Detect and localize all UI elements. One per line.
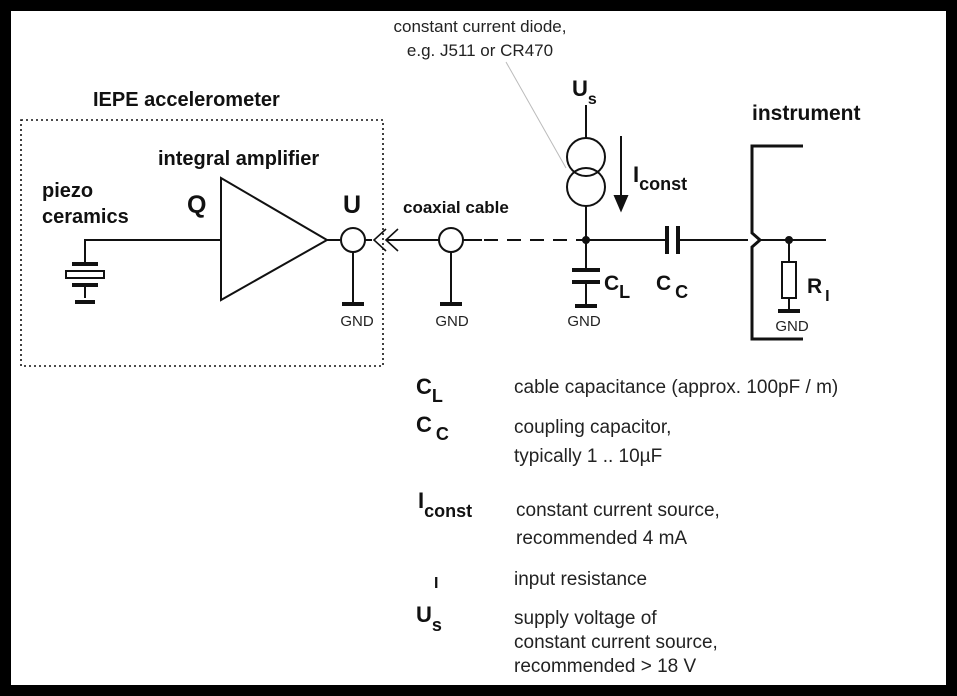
legend-us-text-2: constant current source, (514, 632, 718, 653)
annotation-line2: e.g. J511 or CR470 (407, 41, 553, 60)
legend-cc-text-1: coupling capacitor, (514, 417, 671, 438)
piezo-lead (84, 239, 221, 262)
legend-cc-text-2: typically 1 .. 10µF (514, 446, 662, 467)
legend: CL cable capacitance (approx. 100pF / m)… (416, 374, 838, 677)
annotation-pointer (505, 61, 567, 169)
output-connector (340, 227, 366, 253)
cable-label: coaxial cable (403, 198, 509, 217)
legend-iconst-symbol: Iconst (418, 488, 472, 521)
supply-label: Us (572, 76, 597, 108)
gnd-label-sensor: GND (340, 313, 374, 330)
current-arrow (613, 195, 629, 213)
charge-label: Q (187, 191, 206, 219)
piezo-element (65, 262, 105, 304)
legend-us-symbol: Us (416, 602, 442, 635)
gnd-label-cable: GND (435, 313, 469, 330)
legend-iconst-text-2: recommended 4 mA (516, 528, 687, 549)
diagram-frame (11, 11, 946, 685)
legend-us-text-1: supply voltage of (514, 608, 657, 629)
cable-shield (438, 227, 464, 253)
legend-iconst-text-1: constant current source, (516, 500, 720, 521)
legend-cl-symbol: CL (416, 374, 443, 406)
cc-capacitor (665, 226, 680, 254)
amplifier-triangle (220, 176, 330, 302)
current-source-upper (566, 137, 606, 177)
gnd-label-cl: GND (567, 313, 601, 330)
accelerometer-title: IEPE accelerometer (93, 89, 280, 111)
gnd-label-instrument: GND (775, 318, 809, 335)
piezo-label-line2: ceramics (42, 206, 129, 228)
amplifier-label: integral amplifier (158, 148, 319, 170)
cl-label: CL (604, 272, 630, 302)
instrument-label: instrument (752, 102, 861, 125)
output-voltage-label: U (343, 191, 361, 219)
legend-ri-text: input resistance (514, 569, 647, 590)
annotation-line1: constant current diode, (394, 17, 567, 36)
current-label: Iconst (633, 162, 687, 194)
current-source-lower (566, 167, 606, 207)
legend-cl-text: cable capacitance (approx. 100pF / m) (514, 377, 838, 398)
input-resistor (781, 261, 797, 299)
piezo-label-line1: piezo (42, 180, 93, 202)
cl-capacitor (572, 268, 600, 308)
legend-ri-symbol: I (434, 575, 438, 592)
accelerometer-box (20, 119, 384, 367)
legend-us-text-3: recommended > 18 V (514, 656, 697, 677)
